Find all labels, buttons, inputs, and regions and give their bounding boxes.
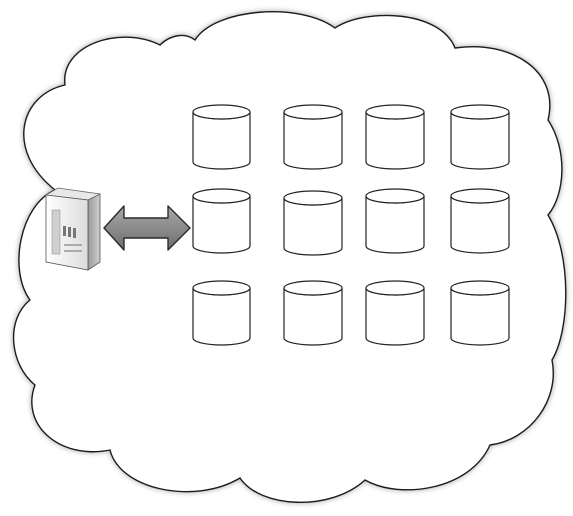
- database-cylinder-icon: [192, 280, 251, 346]
- server-tower-icon: [44, 187, 102, 271]
- database-cylinder-icon: [450, 104, 510, 170]
- double-arrow-icon: [103, 205, 191, 251]
- cloud-shape: [12, 11, 567, 503]
- database-cylinder-icon: [365, 280, 425, 346]
- database-cylinder-icon: [192, 188, 251, 254]
- storage-grid: [192, 104, 510, 346]
- database-cylinder-icon: [283, 280, 343, 346]
- database-cylinder-icon: [192, 104, 251, 170]
- database-cylinder-icon: [450, 188, 510, 254]
- database-cylinder-icon: [283, 190, 343, 256]
- database-cylinder-icon: [450, 280, 510, 346]
- database-cylinder-icon: [365, 188, 425, 254]
- database-cylinder-icon: [283, 104, 343, 170]
- database-cylinder-icon: [365, 104, 425, 170]
